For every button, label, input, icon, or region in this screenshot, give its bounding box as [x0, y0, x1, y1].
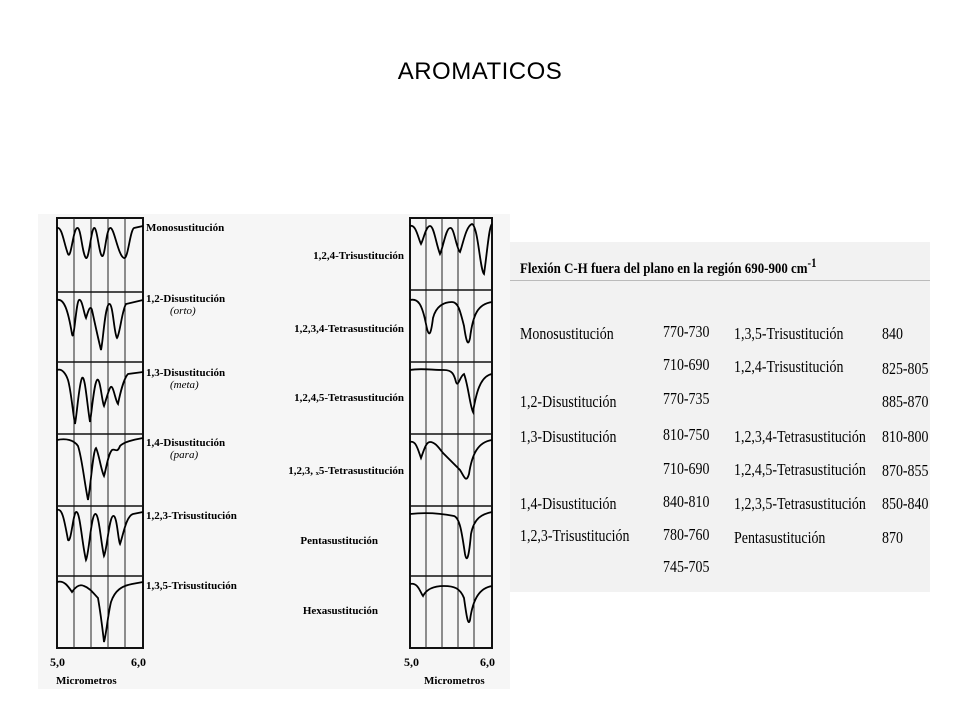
- table-right-value-3: 810-800: [882, 427, 929, 446]
- left-x-tick-1: 6,0: [131, 655, 146, 669]
- label-123-trisustitucion: 1,2,3-Trisustitución: [146, 510, 237, 522]
- trace-orto: [56, 299, 144, 351]
- table-header-text: Flexión C-H fuera del plano en la región…: [520, 261, 808, 277]
- table-right-name-5: 1,2,3,5-Tetrasustitución: [734, 494, 866, 513]
- label-1234-tetrasustitucion: 1,2,3,4-Tetrasustitución: [294, 323, 404, 335]
- table-left-value-4: 710-690: [663, 459, 710, 478]
- table-right-name-4: 1,2,4,5-Tetrasustitución: [734, 460, 866, 479]
- trace-1234-tetrasust: [409, 298, 493, 344]
- table-left-value-3: 810-750: [663, 425, 710, 444]
- table-right-name-3: 1,2,3,4-Tetrasustitución: [734, 427, 866, 446]
- table-left-value-7: 745-705: [663, 557, 710, 576]
- table-divider: [510, 280, 930, 281]
- middle-chart-frame: [409, 217, 493, 649]
- trace-1235-tetrasust: [409, 439, 493, 480]
- trace-pentasust: [409, 511, 493, 560]
- label-124-trisustitucion: 1,2,4-Trisustitución: [313, 250, 404, 262]
- table-left-name-0: Monosustitución: [520, 324, 614, 343]
- label-meta: (meta): [170, 379, 199, 391]
- trace-124-trisust: [409, 223, 493, 276]
- table-header: Flexión C-H fuera del plano en la región…: [520, 256, 816, 278]
- table-left-value-2: 770-735: [663, 389, 710, 408]
- middle-x-tick-1: 6,0: [480, 655, 495, 669]
- table-right-value-2: 885-870: [882, 392, 929, 411]
- label-pentasustitucion: Pentasustitución: [300, 535, 378, 547]
- trace-meta: [56, 368, 144, 425]
- label-orto: (orto): [170, 305, 196, 317]
- label-hexasustitucion: Hexasustitución: [303, 605, 378, 617]
- table-left-value-5: 840-810: [663, 492, 710, 511]
- table-left-value-1: 710-690: [663, 355, 710, 374]
- trace-para: [56, 437, 144, 501]
- trace-trisust-135: [56, 580, 144, 643]
- trace-monosustitucion: [56, 225, 144, 259]
- table-right-value-1: 825-805: [882, 359, 929, 378]
- left-spectra-chart: 5,0 6,0 Micrometros Monosustitución 1,2-…: [38, 214, 268, 689]
- label-135-trisustitucion: 1,3,5-Trisustitución: [146, 580, 237, 592]
- table-right-name-0: 1,3,5-Trisustitución: [734, 324, 844, 343]
- label-monosustitucion: Monosustitución: [146, 222, 224, 234]
- table-right-name-6: Pentasustitución: [734, 528, 826, 547]
- table-right-value-4: 870-855: [882, 461, 929, 480]
- label-14-disustitucion: 1,4-Disustitución: [146, 437, 225, 449]
- page-title: AROMATICOS: [397, 58, 563, 85]
- label-1235-tetrasustitucion: 1,2,3, ₓ5-Tetrasustitución: [288, 465, 404, 477]
- trace-trisust-123: [56, 508, 144, 563]
- table-header-sup: -1: [807, 256, 817, 270]
- table-left-value-0: 770-730: [663, 322, 710, 341]
- table-left-name-2: 1,2-Disustitución: [520, 392, 617, 411]
- middle-spectra-chart: 1,2,4-Trisustitución 1,2,3,4-Tetrasustit…: [268, 214, 510, 689]
- label-12-disustitucion: 1,2-Disustitución: [146, 293, 225, 305]
- label-13-disustitucion: 1,3-Disustitución: [146, 367, 225, 379]
- flexion-table: Flexión C-H fuera del plano en la región…: [510, 242, 930, 592]
- middle-x-tick-0: 5,0: [404, 655, 419, 669]
- table-left-name-3: 1,3-Disustitución: [520, 427, 617, 446]
- middle-x-label: Micrometros: [424, 675, 485, 687]
- table-left-name-6: 1,2,3-Trisustitución: [520, 526, 630, 545]
- label-para: (para): [170, 449, 198, 461]
- left-chart-frame: [56, 217, 144, 649]
- table-right-value-6: 870: [882, 528, 903, 547]
- table-left-value-6: 780-760: [663, 525, 710, 544]
- table-right-name-1: 1,2,4-Trisustitución: [734, 357, 844, 376]
- table-right-value-0: 840: [882, 324, 903, 343]
- table-left-name-5: 1,4-Disustitución: [520, 494, 617, 513]
- table-right-value-5: 850-840: [882, 494, 929, 513]
- trace-1245-tetrasust: [409, 368, 493, 415]
- left-x-tick-0: 5,0: [50, 655, 65, 669]
- trace-hexasust: [409, 582, 493, 623]
- left-x-label: Micrometros: [56, 675, 117, 687]
- label-1245-tetrasustitucion: 1,2,4,5-Tetrasustitución: [294, 392, 404, 404]
